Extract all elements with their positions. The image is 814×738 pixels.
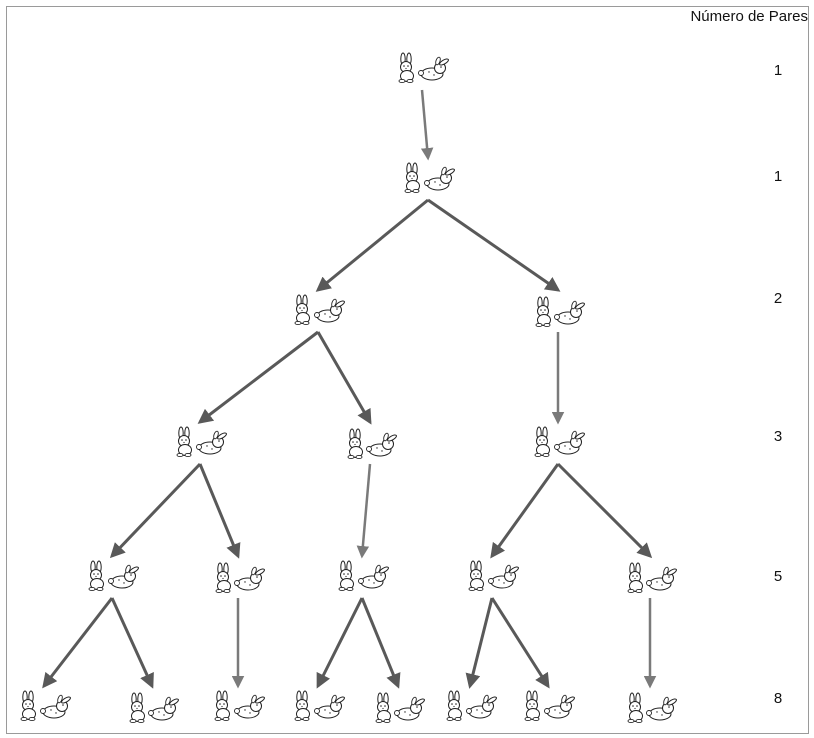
rabbit-pair-icon (89, 561, 139, 591)
arrow-icon (315, 198, 429, 292)
count-gen-5: 5 (773, 568, 783, 585)
rabbit-pair-icon (399, 53, 449, 83)
arrow-icon (490, 463, 560, 559)
rabbit-pair-icon (215, 691, 265, 721)
rabbit-pair-icon (469, 561, 519, 591)
arrow-icon (356, 463, 372, 559)
arrow-icon (109, 462, 202, 559)
rabbit-pair-icon (295, 295, 345, 325)
arrow-icon (465, 597, 494, 689)
rabbit-pair-icon (177, 427, 227, 457)
arrow-icon (427, 198, 561, 292)
rabbit-pair-icon (339, 561, 389, 591)
rabbit-pair-icon (536, 297, 585, 327)
arrow-icon (316, 331, 372, 425)
count-gen-2: 1 (773, 168, 783, 185)
count-gen-1: 1 (773, 62, 783, 79)
rabbit-pair-icon (447, 691, 497, 721)
arrow-icon (198, 463, 241, 559)
rabbit-pair-icon (216, 563, 265, 593)
arrow-icon (420, 89, 434, 161)
rabbit-pair-icon (525, 691, 575, 721)
arrow-icon (316, 597, 364, 689)
arrow-icon (556, 462, 653, 559)
rabbit-pair-icon (376, 693, 425, 723)
rabbit-pair-icon (628, 693, 677, 723)
arrow-icon (360, 597, 401, 689)
rabbit-pair-icon (405, 163, 455, 193)
arrow-icon (490, 597, 550, 689)
rabbit-pair-icon (348, 429, 397, 459)
diagram-frame (6, 6, 809, 734)
count-gen-4: 3 (773, 428, 783, 445)
arrow-icon (110, 597, 154, 689)
arrow-icon (197, 330, 319, 424)
rabbit-pair-icon (130, 693, 179, 723)
count-gen-3: 2 (773, 290, 783, 307)
rabbit-pair-icon (295, 691, 345, 721)
rabbit-pair-icon (21, 691, 71, 721)
pairs-column-header: Número de Pares (690, 8, 808, 25)
arrow-icon (42, 597, 114, 689)
rabbit-pair-icon (628, 563, 677, 593)
count-gen-6: 8 (773, 690, 783, 707)
rabbit-pair-icon (535, 427, 585, 457)
